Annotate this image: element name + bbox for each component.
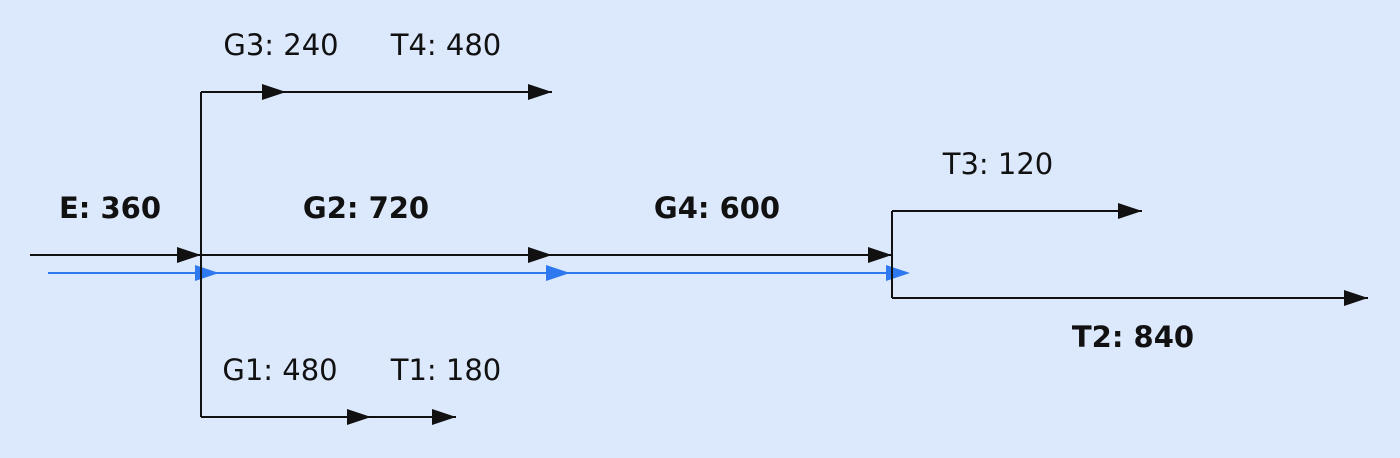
branch-g3 <box>200 84 552 255</box>
highlight-arrow-1 <box>195 265 219 281</box>
highlight-path <box>48 265 910 281</box>
edge-t4-arrow <box>528 84 552 100</box>
label-t4: T4: 480 <box>390 28 502 62</box>
highlight-arrow-3 <box>886 265 910 281</box>
label-t2: T2: 840 <box>1072 320 1194 354</box>
label-e: E: 360 <box>59 191 161 225</box>
edge-t1-arrow <box>432 409 456 425</box>
branch-g1 <box>200 255 456 425</box>
edge-g1-arrow <box>347 409 371 425</box>
label-t3: T3: 120 <box>942 147 1054 181</box>
edge-t3-arrow <box>1118 203 1142 219</box>
highlight-arrow-2 <box>546 265 570 281</box>
label-g2: G2: 720 <box>303 191 429 225</box>
label-g3: G3: 240 <box>223 28 338 62</box>
branch-t <box>891 203 1368 306</box>
edge-g2-arrow <box>528 247 552 263</box>
labels: E: 360 G2: 720 G4: 600 T2: 840 G3: 240 T… <box>59 28 1194 387</box>
label-t1: T1: 180 <box>390 353 502 387</box>
edge-t2-arrow <box>1344 290 1368 306</box>
edge-g4-arrow <box>868 247 892 263</box>
label-g4: G4: 600 <box>654 191 780 225</box>
edge-g3-arrow <box>262 84 286 100</box>
edge-e-arrow <box>177 247 201 263</box>
label-g1: G1: 480 <box>222 353 337 387</box>
main-flow <box>30 247 892 263</box>
